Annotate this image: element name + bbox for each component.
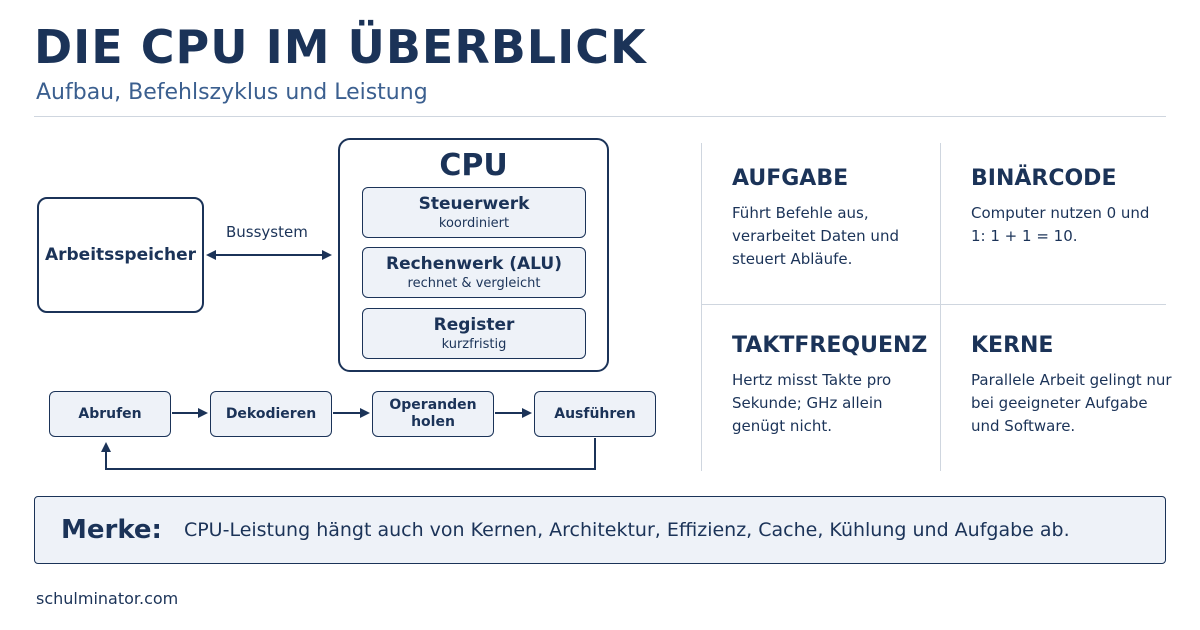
card-binaercode-title: BINÄRCODE [971, 166, 1117, 191]
unit-alu-desc: rechnet & vergleicht [407, 276, 541, 291]
unit-control-desc: koordiniert [438, 216, 510, 231]
unit-register: Register kurzfristig [362, 308, 586, 359]
arrow-loop-back [101, 438, 596, 470]
unit-control: Steuerwerk koordiniert [362, 187, 586, 238]
cycle-step-fetch: Abrufen [49, 391, 171, 437]
cycle-step-decode: Dekodieren [210, 391, 332, 437]
card-aufgabe-title: AUFGABE [732, 166, 849, 191]
memory-box: Arbeitsspeicher [37, 197, 204, 313]
page-subtitle: Aufbau, Befehlszyklus und Leistung [36, 80, 428, 105]
grid-divider-middle [701, 304, 1166, 305]
cpu-box: CPU Steuerwerk koordiniert Rechenwerk (A… [338, 138, 609, 372]
card-binaercode-text: Computer nutzen 0 und 1: 1 + 1 = 10. [971, 204, 1150, 245]
memory-label: Arbeitsspeicher [44, 245, 197, 265]
unit-control-name: Steuerwerk [418, 194, 530, 214]
cpu-title: CPU [439, 148, 508, 183]
card-kerne-text: Parallele Arbeit gelingt nur bei geeigne… [971, 371, 1172, 435]
note-box: Merke: CPU-Leistung hängt auch von Kerne… [34, 496, 1166, 564]
card-taktfrequenz-text: Hertz misst Takte pro Sekunde; GHz allei… [732, 371, 892, 435]
bus-label: Bussystem [226, 223, 308, 241]
grid-divider-center [940, 143, 941, 471]
unit-alu-name: Rechenwerk (ALU) [385, 254, 562, 274]
note-text: CPU-Leistung hängt auch von Kernen, Arch… [183, 519, 1070, 541]
note-label: Merke: [61, 515, 162, 545]
cycle-step-operands: Operanden holen [372, 391, 494, 437]
grid-divider-left [701, 143, 702, 471]
card-kerne-title: KERNE [971, 333, 1054, 358]
page-title: DIE CPU IM ÜBERBLICK [34, 20, 647, 74]
header-divider [34, 116, 1166, 117]
cycle-step-execute: Ausführen [534, 391, 656, 437]
unit-register-name: Register [433, 315, 515, 335]
card-taktfrequenz-title: TAKTFREQUENZ [732, 333, 928, 358]
card-aufgabe-text: Führt Befehle aus, verarbeitet Daten und… [732, 204, 899, 268]
unit-register-desc: kurzfristig [441, 337, 507, 352]
footer-site: schulminator.com [36, 589, 179, 608]
unit-alu: Rechenwerk (ALU) rechnet & vergleicht [362, 247, 586, 298]
